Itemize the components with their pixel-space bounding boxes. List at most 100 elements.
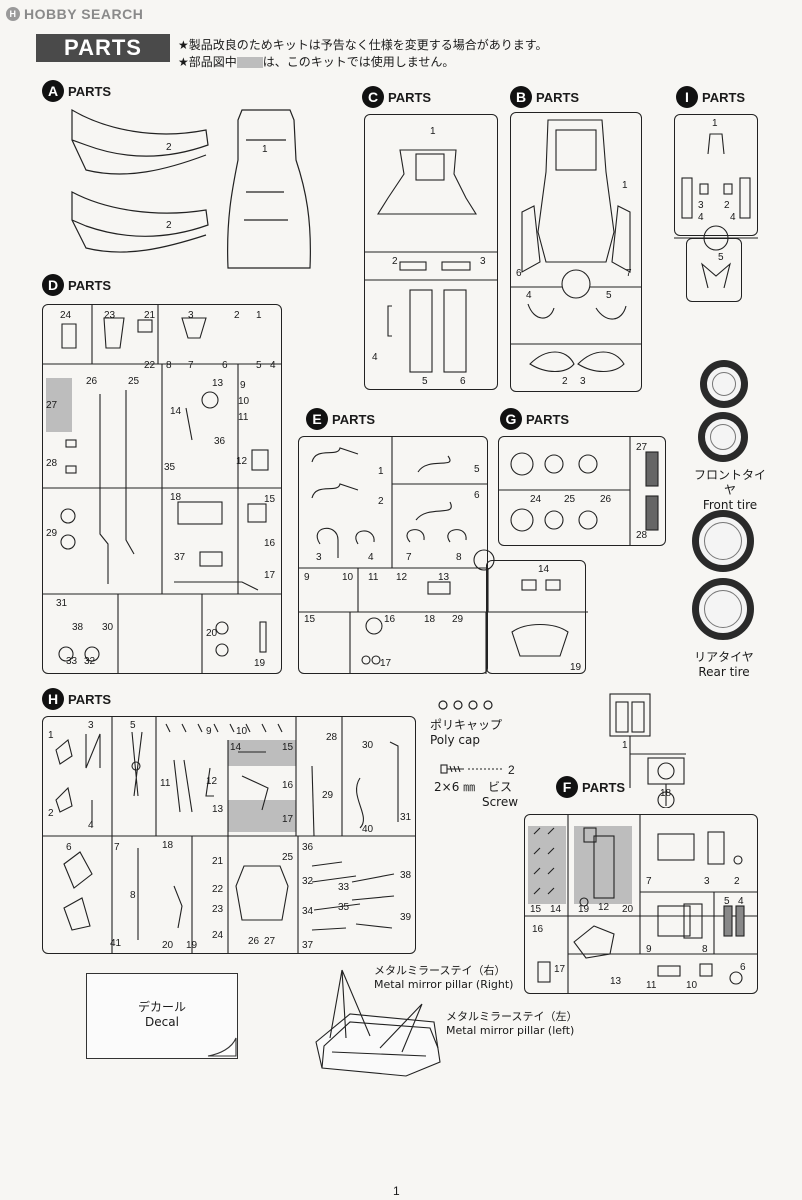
- rear-tire-2: [692, 578, 754, 640]
- part-f-8: 8: [702, 944, 708, 955]
- mirror-left-label-en: Metal mirror pillar (left): [446, 1024, 575, 1037]
- part-d-23: 23: [104, 310, 116, 321]
- section-a-drawing: [71, 108, 311, 269]
- part-a-2a: 2: [166, 142, 172, 153]
- sprue-f-top-drawing: [609, 693, 686, 808]
- part-e-9: 9: [304, 572, 310, 583]
- part-c-1: 1: [430, 126, 436, 137]
- part-f-18: 18: [660, 788, 672, 799]
- section-g-badge: G: [500, 408, 522, 430]
- sprue-e-drawing: [298, 436, 588, 674]
- section-g-label: G PARTS: [500, 408, 569, 430]
- part-h-4: 4: [88, 820, 94, 831]
- section-h-badge: H: [42, 688, 64, 710]
- part-e-16: 16: [384, 614, 396, 625]
- part-b-5: 5: [606, 290, 612, 301]
- note-2-pre: ★部品図中: [178, 55, 237, 69]
- part-d-4: 4: [270, 360, 276, 371]
- part-c-6: 6: [460, 376, 466, 387]
- part-e-17: 17: [380, 658, 392, 669]
- mirror-left-label-jp: メタルミラーステイ（左）: [446, 1010, 578, 1023]
- part-g-24: 24: [530, 494, 542, 505]
- section-h-title: PARTS: [68, 691, 112, 707]
- part-h-10: 10: [236, 726, 248, 737]
- part-d-30: 30: [102, 622, 114, 633]
- part-h-27: 27: [264, 936, 276, 947]
- part-b-3: 3: [580, 376, 586, 387]
- part-h-33: 33: [338, 882, 350, 893]
- part-f-14: 14: [550, 904, 562, 915]
- part-d-26: 26: [86, 376, 98, 387]
- part-d-32: 32: [84, 656, 96, 667]
- part-e-8: 8: [456, 552, 462, 563]
- part-f-13: 13: [610, 976, 622, 987]
- poly-cap-label-en: Poly cap: [430, 733, 480, 747]
- front-tire-label-en: Front tire: [702, 498, 758, 512]
- poly-cap-label: ポリキャップ Poly cap: [430, 718, 510, 748]
- part-h-30: 30: [362, 740, 374, 751]
- part-h-15: 15: [282, 742, 294, 753]
- part-h-18: 18: [162, 840, 174, 851]
- part-a-2b: 2: [166, 220, 172, 231]
- sprue-h-drawing: [42, 716, 416, 954]
- part-h-1: 1: [48, 730, 54, 741]
- part-b-6: 6: [516, 268, 522, 279]
- section-a-badge: A: [42, 80, 64, 102]
- part-i-1: 1: [712, 118, 718, 129]
- part-f-10: 10: [686, 980, 698, 991]
- part-h-11: 11: [160, 778, 171, 789]
- screw-icon: [440, 764, 504, 774]
- section-d-badge: D: [42, 274, 64, 296]
- note-2: ★部品図中は、このキットでは使用しません。: [178, 54, 548, 71]
- part-f-20: 20: [622, 904, 634, 915]
- part-h-2: 2: [48, 808, 54, 819]
- sprue-c-drawing: [364, 149, 498, 373]
- page-number: 1: [393, 1184, 400, 1198]
- part-h-19: 19: [186, 940, 198, 951]
- mirror-left-label: メタルミラーステイ（左） Metal mirror pillar (left): [446, 1010, 577, 1038]
- section-g-title: PARTS: [526, 411, 570, 427]
- section-i-title: PARTS: [702, 89, 746, 105]
- part-c-3: 3: [480, 256, 486, 267]
- section-e-label: E PARTS: [306, 408, 375, 430]
- sprue-d-unused-27: [46, 378, 72, 432]
- part-c-5: 5: [422, 376, 428, 387]
- screw-part-number: 2: [508, 763, 515, 777]
- rear-tire-label: リアタイヤ Rear tire: [684, 650, 764, 680]
- sprue-f-drawing: [524, 814, 758, 994]
- parts-banner: PARTS: [36, 34, 170, 62]
- metal-mirror-pillar-drawing: [315, 969, 441, 1077]
- part-f-11: 11: [646, 980, 657, 991]
- header-notes: ★製品改良のためキットは予告なく仕様を変更する場合があります。 ★部品図中は、こ…: [178, 37, 548, 71]
- part-h-9: 9: [206, 726, 212, 737]
- part-c-4: 4: [372, 352, 378, 363]
- section-f-badge: F: [556, 776, 578, 798]
- part-d-6: 6: [222, 360, 228, 371]
- mirror-right-label: メタルミラーステイ（右） Metal mirror pillar (Right): [374, 964, 513, 992]
- part-e-12: 12: [396, 572, 408, 583]
- part-d-35: 35: [164, 462, 176, 473]
- poly-cap-label-jp: ポリキャップ: [430, 718, 503, 732]
- part-a-1: 1: [262, 144, 268, 155]
- part-i-3: 3: [698, 200, 704, 211]
- part-d-24: 24: [60, 310, 72, 321]
- part-h-41: 41: [110, 938, 122, 949]
- part-d-22: 22: [144, 360, 156, 371]
- part-e-7: 7: [406, 552, 412, 563]
- part-d-3: 3: [188, 310, 194, 321]
- rear-tire-label-en: Rear tire: [698, 665, 750, 679]
- part-h-26: 26: [248, 936, 260, 947]
- part-b-7: 7: [626, 268, 632, 279]
- section-a-title: PARTS: [68, 83, 112, 99]
- sprue-h-unused-17: [228, 800, 296, 832]
- part-h-14: 14: [230, 742, 242, 753]
- sprue-i-drawing: [674, 133, 758, 289]
- screw-label: ビス Screw: [480, 780, 520, 810]
- part-d-12: 12: [236, 456, 248, 467]
- part-i-2: 2: [724, 200, 730, 211]
- part-d-14: 14: [170, 406, 182, 417]
- part-g-26: 26: [600, 494, 612, 505]
- section-e-badge: E: [306, 408, 328, 430]
- front-tire-1: [700, 360, 748, 408]
- logo-text: HOBBY SEARCH: [24, 6, 144, 22]
